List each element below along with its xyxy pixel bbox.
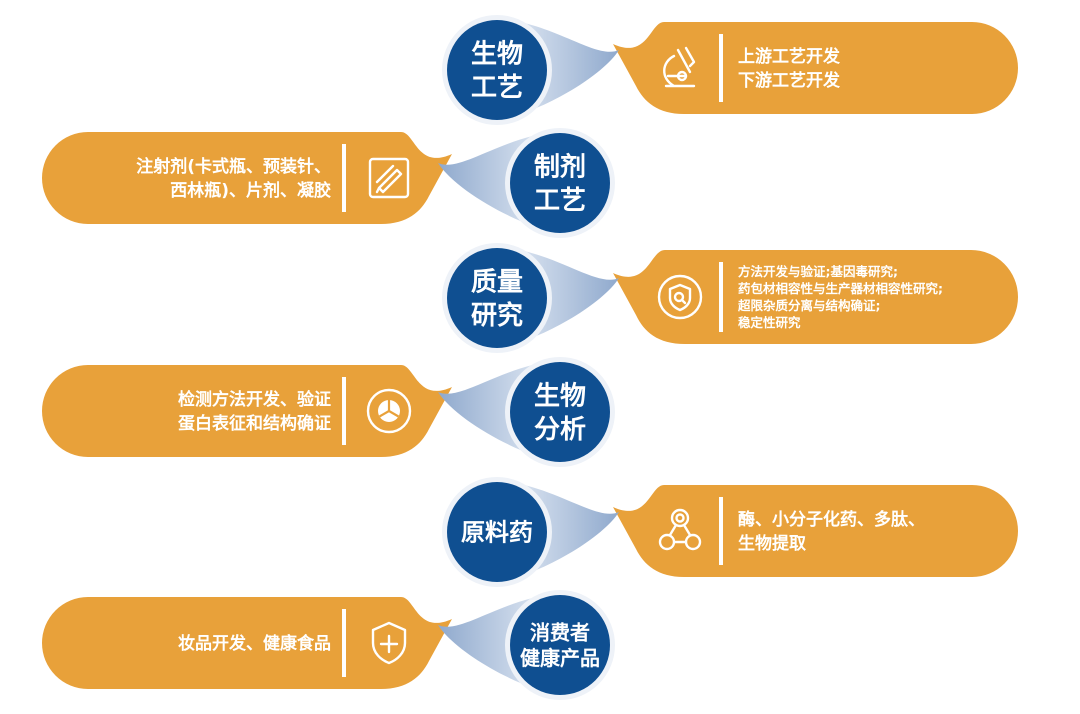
pie-chart-icon xyxy=(366,388,412,434)
service-description-line: 蛋白表征和结构确证 xyxy=(178,413,331,434)
category-title-line: 工艺 xyxy=(534,186,586,216)
pen-icon xyxy=(368,157,410,199)
service-pill xyxy=(613,22,1018,114)
category-title-line: 消费者 xyxy=(530,620,590,644)
category-circle xyxy=(510,133,610,233)
service-description-line: 超限杂质分离与结构确证; xyxy=(737,298,881,313)
service-description-line: 西林瓶)、片剂、凝胶 xyxy=(170,180,331,201)
category-title-line: 质量 xyxy=(471,268,523,298)
service-description-line: 检测方法开发、验证 xyxy=(178,389,331,410)
category-circle xyxy=(510,595,610,695)
service-description-line: 生物提取 xyxy=(738,533,806,554)
service-description-line: 妆品开发、健康食品 xyxy=(178,633,331,654)
category-title-line: 工艺 xyxy=(471,73,523,103)
category-title-line: 制剂 xyxy=(534,153,586,183)
service-description-line: 酶、小分子化药、多肽、 xyxy=(738,509,925,530)
service-description-line: 上游工艺开发 xyxy=(738,46,841,67)
category-circle xyxy=(447,482,547,582)
service-pill xyxy=(613,250,1018,344)
category-title-line: 原料药 xyxy=(461,519,533,547)
shield-plus-icon xyxy=(371,621,407,665)
service-pill xyxy=(613,485,1018,577)
category-title-line: 生物 xyxy=(534,382,586,412)
service-description-line: 药包材相容性与生产器材相容性研究; xyxy=(738,281,943,296)
shield-search-icon xyxy=(657,274,703,320)
microscope-icon xyxy=(663,46,696,88)
service-description-line: 下游工艺开发 xyxy=(738,70,841,91)
molecule-icon xyxy=(658,508,702,551)
category-circle xyxy=(510,362,610,462)
category-title-line: 研究 xyxy=(471,300,523,331)
service-description-line: 注射剂(卡式瓶、预装针、 xyxy=(136,156,331,177)
service-pill xyxy=(42,365,452,457)
category-title-line: 健康产品 xyxy=(520,646,600,670)
category-title-line: 分析 xyxy=(534,415,586,445)
category-circle xyxy=(447,20,547,120)
service-pill xyxy=(42,132,452,224)
category-circle xyxy=(447,248,547,348)
service-description-line: 方法开发与验证;基因毒研究; xyxy=(738,264,898,279)
category-title-line: 生物 xyxy=(471,40,523,70)
service-pill xyxy=(42,597,452,689)
service-description-line: 稳定性研究 xyxy=(738,315,801,330)
row-api: 原料药 酶、小分子化药、多肽、生物提取 xyxy=(442,477,1018,587)
